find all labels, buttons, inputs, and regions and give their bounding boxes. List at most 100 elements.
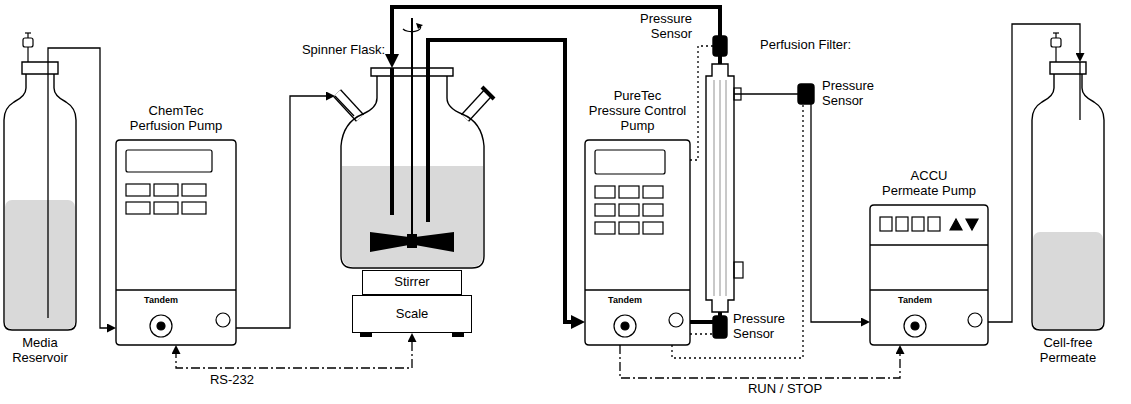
sensor-label: Pressure Sensor xyxy=(822,79,877,109)
perfusion-filter-outline xyxy=(706,64,734,312)
pressure-sensor: Pressure Sensor xyxy=(713,316,727,338)
sensor-line xyxy=(690,46,713,160)
text-slot: Tandem xyxy=(608,295,642,305)
pump-key xyxy=(643,204,663,216)
scale-foot xyxy=(360,333,464,337)
pressure-sensor: Pressure Sensor xyxy=(713,36,727,56)
perfusion-pump-outline xyxy=(116,140,236,345)
pump-rotor xyxy=(621,322,629,330)
flask-arm xyxy=(465,93,488,118)
permeate-bottle-outline xyxy=(1032,62,1104,330)
tubing xyxy=(734,93,798,94)
impeller xyxy=(370,232,454,252)
vent-filter xyxy=(23,33,1061,62)
permeate-pump-outline xyxy=(870,205,988,345)
control-line xyxy=(620,345,900,378)
vent-filter xyxy=(1055,46,1056,62)
text-slot: Scale xyxy=(353,296,471,332)
bottle-label: Cell-free Permeate xyxy=(1039,336,1098,366)
vent-filter xyxy=(27,46,28,62)
signal-label: RS-232 xyxy=(208,373,256,388)
sensor-line xyxy=(672,104,803,358)
vent-filter xyxy=(1055,33,1056,38)
text-slot: Tandem xyxy=(144,295,178,305)
pump-brand: Tandem xyxy=(144,295,178,305)
tubing xyxy=(48,48,112,328)
pressure-sensor-outline xyxy=(713,36,727,56)
pump-key xyxy=(896,217,908,231)
text-slot: Spinner Flask: xyxy=(302,43,385,58)
filter-label: Perfusion Filter: xyxy=(760,38,851,53)
filter-detail xyxy=(714,80,726,296)
flask-arm xyxy=(335,96,354,116)
rotation-arrow xyxy=(416,23,423,29)
pump-brand: Tandem xyxy=(608,295,642,305)
tubing xyxy=(428,40,577,322)
media-reservoir-bottle: Media Reservoir xyxy=(4,62,76,330)
pressure-sensor-outline xyxy=(713,316,727,338)
pump-rotor xyxy=(614,315,636,337)
liquid xyxy=(1033,232,1103,329)
tubing xyxy=(690,320,713,324)
signal-label-slot: RS-232 xyxy=(208,373,256,388)
pump-knob xyxy=(669,313,683,327)
box-label: Scale xyxy=(396,307,429,322)
stirrer-shaft xyxy=(411,18,413,240)
box-label: Stirrer xyxy=(394,275,429,290)
filter-port xyxy=(734,262,743,278)
pump-brand: Tandem xyxy=(898,295,932,305)
pump-panel xyxy=(126,150,982,337)
scale-box: Scale xyxy=(352,295,472,333)
pump-rotor xyxy=(911,322,919,330)
vent-filter xyxy=(1053,32,1059,33)
flask-arm xyxy=(465,93,488,118)
pump-key xyxy=(619,222,639,234)
bottle-label: Media Reservoir xyxy=(11,336,69,366)
spinner-flask-outline xyxy=(341,68,484,268)
signal-label: RUN / STOP xyxy=(746,382,824,397)
tubing xyxy=(392,7,720,60)
text-slot: Tandem xyxy=(898,295,932,305)
pump-key xyxy=(966,219,978,230)
text-slot: ACCU Permeate Pump xyxy=(881,169,977,199)
pump-key xyxy=(643,222,663,234)
scale-foot xyxy=(360,333,372,337)
dip-tube xyxy=(47,62,48,318)
permeate-bottle: Cell-free Permeate xyxy=(1032,62,1104,330)
pump-key xyxy=(182,202,206,214)
pump-key xyxy=(595,204,615,216)
spinner-flask-outline xyxy=(335,68,490,268)
impeller xyxy=(407,234,417,248)
pump-key xyxy=(619,186,639,198)
flask-arm xyxy=(337,93,360,118)
perfusion-pump: ChemTec Perfusion PumpTandem xyxy=(116,140,236,345)
pump-key xyxy=(595,186,615,198)
tubing xyxy=(718,312,722,316)
pump-knob xyxy=(216,313,230,327)
pressure-sensor-outline xyxy=(713,316,727,338)
pressure-control-pump: PureTec Pressure Control PumpTandem xyxy=(585,140,690,345)
hollow-fiber xyxy=(720,80,721,296)
pump-key xyxy=(154,202,178,214)
permeate-bottle-outline xyxy=(1032,62,1104,330)
flask-tube xyxy=(392,68,428,222)
pump-screen xyxy=(126,150,212,172)
pump-rotor xyxy=(904,315,926,337)
vent-filter xyxy=(23,38,33,47)
pump-key xyxy=(595,222,615,234)
pressure-sensor-outline xyxy=(713,36,727,56)
text-slot: Pressure Sensor xyxy=(637,12,692,42)
hollow-fiber xyxy=(714,80,715,296)
pressure-sensor-outline xyxy=(798,84,814,104)
flask-tube xyxy=(426,68,430,222)
pump-rotor xyxy=(157,322,165,330)
spinner-flask: Spinner Flask: xyxy=(335,68,490,268)
filter-port xyxy=(734,88,743,278)
pump-key xyxy=(619,204,639,216)
pump-label: PureTec Pressure Control Pump xyxy=(588,89,688,134)
pump-label: ACCU Permeate Pump xyxy=(881,169,977,199)
perfusion-filter-outline xyxy=(706,64,734,312)
signal-label-slot: RUN / STOP xyxy=(746,382,824,397)
